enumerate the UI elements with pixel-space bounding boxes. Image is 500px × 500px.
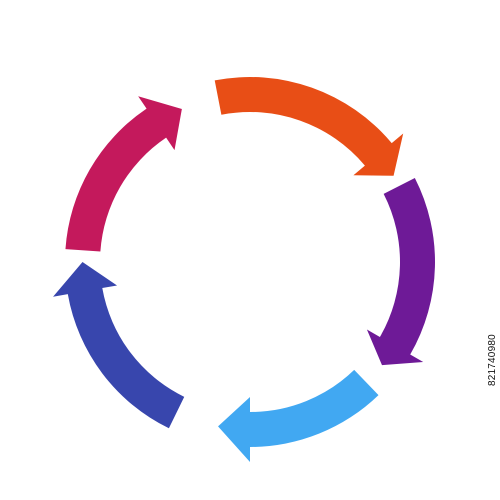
cycle-arrow-orange	[214, 76, 404, 176]
stock-id-label: 821740980	[487, 334, 498, 386]
cycle-arrow-light-blue	[218, 369, 379, 462]
cycle-arrow-dark-blue	[53, 262, 185, 429]
cycle-arrow-crimson	[65, 96, 182, 252]
cycle-arrow-purple	[366, 178, 436, 366]
